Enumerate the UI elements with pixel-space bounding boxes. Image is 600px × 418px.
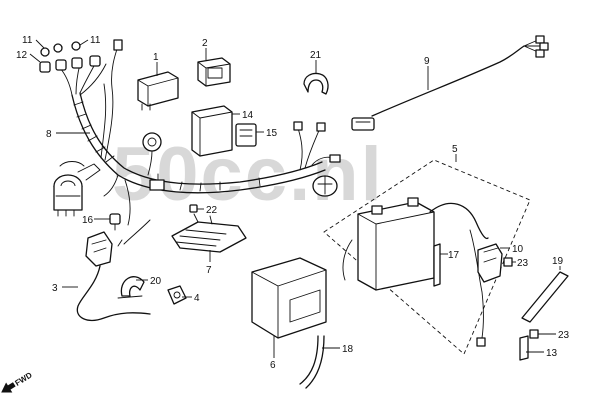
callout-20: 20 bbox=[150, 276, 162, 287]
battery bbox=[342, 197, 435, 291]
bolt-22 bbox=[117, 204, 198, 247]
callout-23-upper: 23 bbox=[517, 258, 529, 269]
callout-17: 17 bbox=[448, 250, 460, 261]
bolt-23-upper bbox=[503, 257, 513, 267]
battery-strap bbox=[521, 271, 569, 323]
regulator-rectifier bbox=[171, 213, 247, 253]
callout-10: 10 bbox=[512, 244, 524, 255]
horn bbox=[76, 231, 151, 321]
callouts: 1 2 3 4 5 6 7 8 9 10 11 11 12 13 14 15 1 bbox=[16, 35, 570, 371]
callout-23-lower: 23 bbox=[558, 330, 570, 341]
callout-16: 16 bbox=[82, 215, 94, 226]
callout-15: 15 bbox=[266, 128, 278, 139]
plate-17 bbox=[433, 243, 441, 287]
callout-11-right: 11 bbox=[90, 35, 101, 46]
callout-13: 13 bbox=[546, 348, 558, 359]
battery-lead bbox=[429, 202, 489, 347]
connector-4 bbox=[167, 285, 187, 305]
callout-11-left: 11 bbox=[22, 35, 33, 46]
sub-harness bbox=[351, 35, 549, 131]
breather-tube bbox=[299, 335, 325, 389]
callout-12: 12 bbox=[16, 50, 28, 61]
callout-8: 8 bbox=[46, 129, 52, 140]
callout-18: 18 bbox=[342, 344, 354, 355]
fuse-holder bbox=[477, 243, 503, 283]
ignition-switch bbox=[53, 161, 101, 217]
fuse-holder-hardware bbox=[39, 39, 123, 73]
bolt-16 bbox=[109, 213, 121, 231]
wire-clip-21 bbox=[303, 72, 329, 95]
callout-22: 22 bbox=[206, 205, 218, 216]
callout-6: 6 bbox=[270, 360, 276, 371]
callout-3: 3 bbox=[52, 283, 58, 294]
wire-clamp bbox=[117, 276, 145, 299]
callout-21: 21 bbox=[310, 50, 322, 61]
relay-unit bbox=[137, 71, 179, 111]
callout-4: 4 bbox=[194, 293, 200, 304]
signal-relay bbox=[197, 57, 231, 87]
callout-1: 1 bbox=[153, 52, 159, 63]
callout-2: 2 bbox=[202, 38, 208, 49]
control-box-14 bbox=[191, 105, 233, 157]
wire-harness bbox=[59, 45, 341, 226]
fwd-label: FWD bbox=[13, 370, 33, 387]
callout-14: 14 bbox=[242, 110, 254, 121]
bracket-13 bbox=[519, 335, 529, 361]
callout-19: 19 bbox=[552, 256, 564, 267]
callout-7: 7 bbox=[206, 265, 212, 276]
relay-15 bbox=[235, 123, 257, 147]
callout-9: 9 bbox=[424, 56, 430, 67]
callout-5: 5 bbox=[452, 144, 458, 155]
battery-tray bbox=[251, 257, 327, 339]
bolt-23-lower bbox=[529, 329, 539, 339]
battery-housing-outline bbox=[323, 159, 531, 355]
fwd-marker: FWD bbox=[1, 370, 34, 393]
